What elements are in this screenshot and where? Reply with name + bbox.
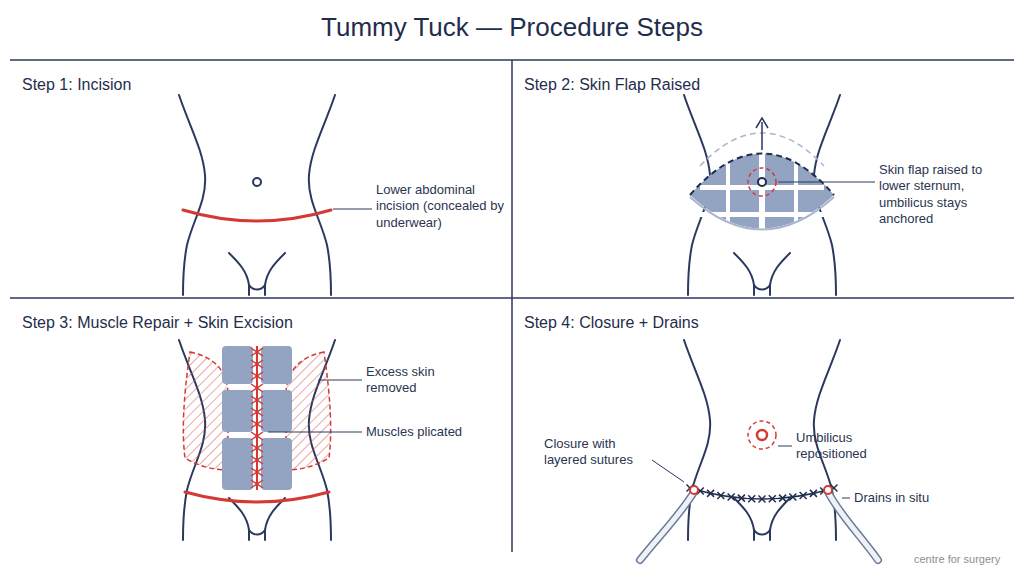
- diagram-title: Tummy Tuck — Procedure Steps: [321, 12, 703, 43]
- callout-label: Skin flap raised to lower sternum, umbil…: [879, 162, 1011, 227]
- callout-label: Closure with layered sutures: [544, 436, 652, 469]
- step-heading: Step 2: Skin Flap Raised: [524, 76, 1014, 94]
- step-heading: Step 3: Muscle Repair + Skin Excision: [22, 314, 512, 332]
- step-heading: Step 1: Incision: [22, 76, 512, 94]
- callout-label: Excess skin removed: [366, 364, 466, 397]
- callout-label: Umbilicus repositioned: [796, 430, 906, 463]
- callout-label: Drains in situ: [854, 490, 964, 506]
- callout-label: Muscles plicated: [366, 424, 486, 440]
- watermark: centre for surgery: [914, 553, 1000, 567]
- step-panel: Step 4: Closure + Drains: [512, 298, 1014, 552]
- step-heading: Step 4: Closure + Drains: [524, 314, 1014, 332]
- step-panel: Step 1: Incision: [10, 60, 512, 298]
- callout-label: Lower abdominal incision (concealed by u…: [376, 182, 504, 231]
